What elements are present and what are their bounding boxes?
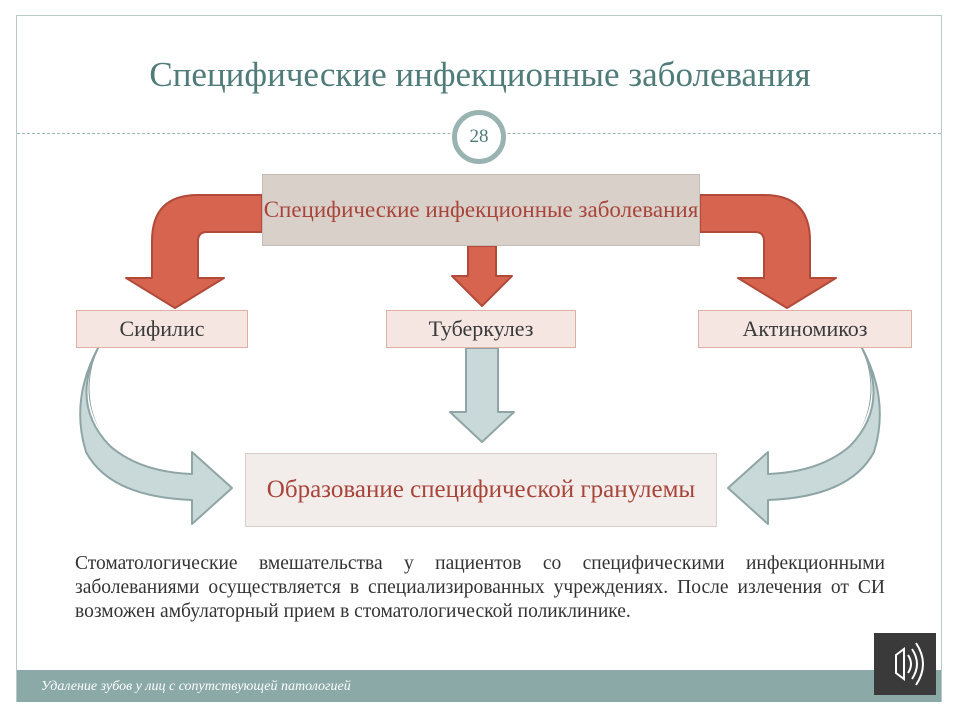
granuloma-box: Образование специфической гранулемы [245,453,717,527]
actinomycosis-box: Актиномикоз [698,310,912,348]
arrow-to-tuberculosis [451,245,513,307]
page-number-badge: 28 [452,110,506,164]
footer-text: Удаление зубов у лиц с сопутствующей пат… [41,679,351,694]
curved-arrow-left-shade [88,348,100,430]
body-paragraph: Стоматологические вмешательства у пациен… [75,553,885,622]
curved-arrow-right-shade [860,348,872,430]
slide-title: Специфические инфекционные заболевания [149,55,811,94]
curved-arrow-left [79,347,233,525]
arrow-to-actinomycosis [699,194,837,309]
audio-button[interactable] [874,633,936,695]
syphilis-box: Сифилис [76,310,248,348]
tuberculosis-box: Туберкулез [386,310,576,348]
arrow-to-syphilis [125,194,263,309]
diagram-top-box: Специфические инфекционные заболевания [262,174,700,246]
speaker-icon [895,642,924,686]
footer-bar: Удаление зубов у лиц с сопутствующей пат… [17,670,941,702]
arrow-to-granuloma [449,347,515,443]
curved-arrow-right [727,347,881,525]
